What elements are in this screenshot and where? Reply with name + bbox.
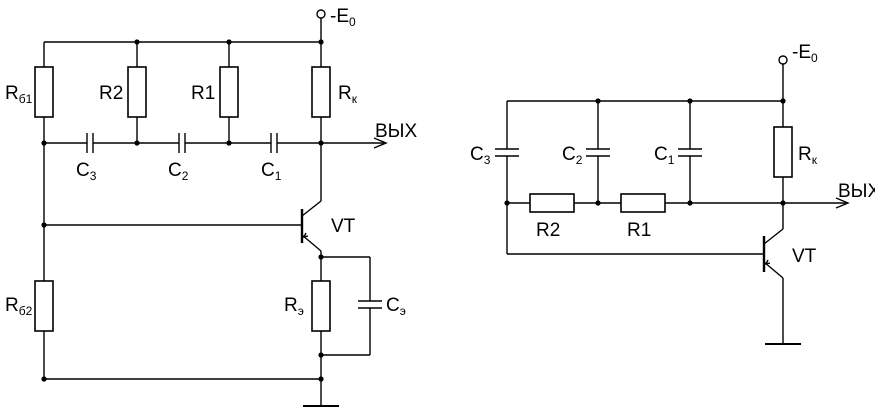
- right-resistor-r2: [529, 193, 575, 213]
- right-circuit: -E0 ВЫХ: [470, 42, 875, 345]
- left-circuit: -E0 ВЫХ: [5, 6, 417, 407]
- left-label-rb1: Rб1: [5, 83, 33, 106]
- right-label-r1: R1: [627, 220, 651, 241]
- left-label-c2: C2: [168, 160, 189, 183]
- left-transistor-label: VT: [331, 216, 356, 237]
- left-label-rk: Rк: [338, 83, 358, 106]
- right-output-label: ВЫХ: [838, 181, 875, 202]
- left-resistor-r1: [219, 66, 239, 118]
- left-label-r1: R1: [191, 83, 215, 104]
- right-resistor-r1: [620, 193, 666, 213]
- left-resistor-rb1: [34, 66, 54, 118]
- right-transistor-label: VT: [792, 246, 817, 267]
- right-label-r2: R2: [536, 220, 560, 241]
- right-label-c1: C1: [654, 144, 675, 167]
- left-label-re: Rэ: [284, 295, 304, 318]
- left-output-label: ВЫХ: [375, 121, 417, 142]
- right-resistor-rk: [773, 126, 793, 178]
- left-resistor-r2: [127, 66, 147, 118]
- left-transistor: [300, 143, 322, 257]
- right-supply-label: -E0: [792, 42, 818, 65]
- left-supply-terminal: [316, 9, 326, 19]
- left-label-ce: Cэ: [386, 295, 406, 318]
- right-output-arrow: [835, 197, 850, 209]
- right-transistor: [762, 203, 784, 344]
- left-label-rb2: Rб2: [5, 295, 33, 318]
- right-supply-terminal: [778, 55, 788, 65]
- left-label-c3: C3: [76, 160, 97, 183]
- left-supply-label: -E0: [330, 6, 356, 29]
- right-label-c2: C2: [562, 144, 583, 167]
- left-resistor-re: [311, 280, 331, 332]
- left-resistor-rb2: [34, 280, 54, 332]
- left-label-r2: R2: [99, 83, 123, 104]
- left-resistor-rk: [311, 66, 331, 118]
- left-output-arrow: [373, 137, 388, 149]
- right-label-c3: C3: [470, 144, 491, 167]
- left-label-c1: C1: [261, 160, 282, 183]
- right-label-rk: Rк: [798, 144, 818, 167]
